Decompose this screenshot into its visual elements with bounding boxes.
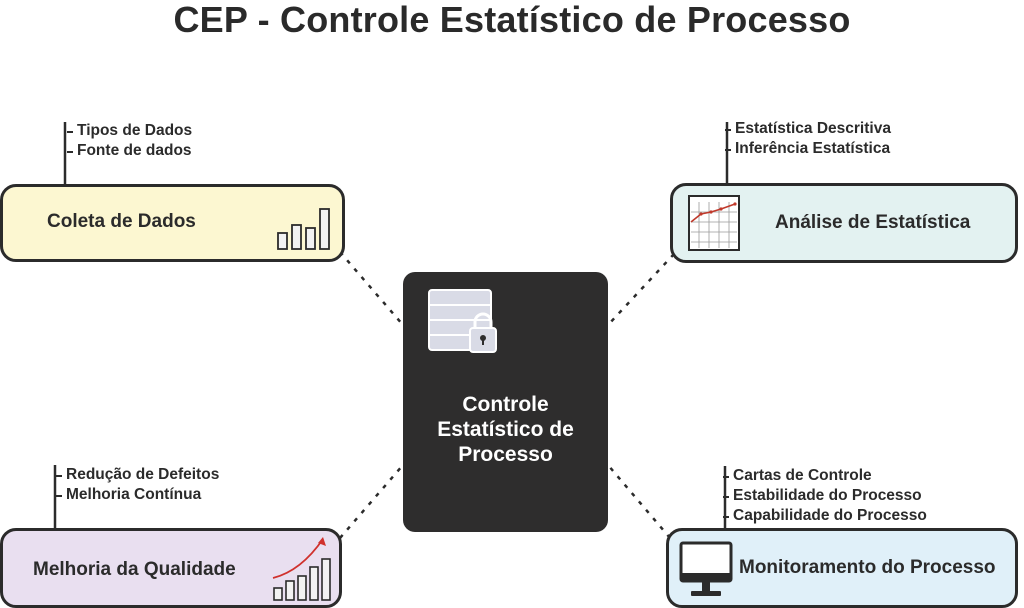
note-item: Estabilidade do Processo — [723, 486, 927, 506]
node-coleta-de-dados: Coleta de Dados — [0, 184, 345, 262]
dash-coleta — [339, 251, 404, 326]
center-node: Controle Estatístico de Processo — [403, 272, 608, 532]
note-item: Inferência Estatística — [725, 139, 891, 159]
node-label: Análise de Estatística — [775, 212, 971, 233]
note-item: Melhoria Contínua — [56, 485, 219, 505]
node-label: Monitoramento do Processo — [739, 557, 996, 578]
notes-analise: Estatística Descritiva Inferência Estatí… — [725, 119, 891, 159]
notes-coleta: Tipos de Dados Fonte de dados — [67, 121, 192, 161]
monitor-icon — [679, 541, 733, 596]
dash-melhoria — [339, 464, 404, 539]
node-monitoramento-do-processo: Monitoramento do Processo — [666, 528, 1018, 608]
center-label-line: Processo — [458, 443, 553, 466]
bar-chart-icon — [277, 208, 330, 250]
note-item: Fonte de dados — [67, 141, 192, 161]
center-label-line: Controle — [462, 393, 549, 416]
database-lock-icon — [428, 289, 497, 353]
node-analise-de-estatistica: Análise de Estatística — [670, 183, 1018, 263]
center-label: Controle Estatístico de Processo — [403, 392, 608, 467]
node-label: Coleta de Dados — [47, 211, 196, 232]
dash-monitor — [607, 464, 671, 539]
node-melhoria-da-qualidade: Melhoria da Qualidade — [0, 528, 342, 608]
notes-monitor: Cartas de Controle Estabilidade do Proce… — [723, 466, 927, 526]
note-item: Redução de Defeitos — [56, 465, 219, 485]
dash-analise — [607, 253, 675, 326]
note-item: Tipos de Dados — [67, 121, 192, 141]
node-label: Melhoria da Qualidade — [33, 559, 236, 580]
center-label-line: Estatístico de — [437, 418, 574, 441]
growth-chart-icon — [272, 537, 331, 601]
note-item: Estatística Descritiva — [725, 119, 891, 139]
line-graph-icon — [688, 195, 740, 251]
notes-melhoria: Redução de Defeitos Melhoria Contínua — [56, 465, 219, 505]
diagram-title: CEP - Controle Estatístico de Processo — [173, 0, 851, 40]
note-item: Capabilidade do Processo — [723, 506, 927, 526]
note-item: Cartas de Controle — [723, 466, 927, 486]
